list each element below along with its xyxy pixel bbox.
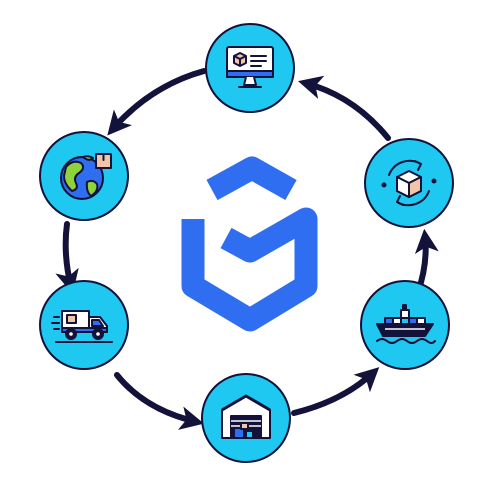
cargo-ship-icon — [376, 304, 436, 344]
warehouse-with-boxes-icon — [221, 394, 271, 439]
node-package-return — [364, 138, 454, 228]
delivery-truck-icon — [51, 310, 113, 343]
node-global-shipping — [39, 131, 129, 221]
node-sea-freight — [360, 280, 450, 370]
node-truck-delivery — [39, 280, 129, 370]
arrow-globe-to-truck — [55, 221, 79, 294]
node-online-order — [205, 23, 295, 113]
package-cycle-arrows-icon — [381, 159, 437, 207]
globe-with-package-icon — [60, 153, 112, 200]
computer-monitor-with-package-icon — [226, 46, 274, 88]
node-warehouse — [201, 373, 291, 463]
arrow-return-to-order — [298, 75, 391, 141]
arrow-order-to-globe — [107, 68, 207, 136]
flow-arrows — [55, 68, 439, 430]
center-logo — [181, 156, 318, 332]
hexagonal-cube-logo-icon — [181, 156, 318, 332]
arrow-warehouse-to-ship — [291, 367, 380, 416]
arrow-truck-to-warehouse — [114, 372, 205, 430]
